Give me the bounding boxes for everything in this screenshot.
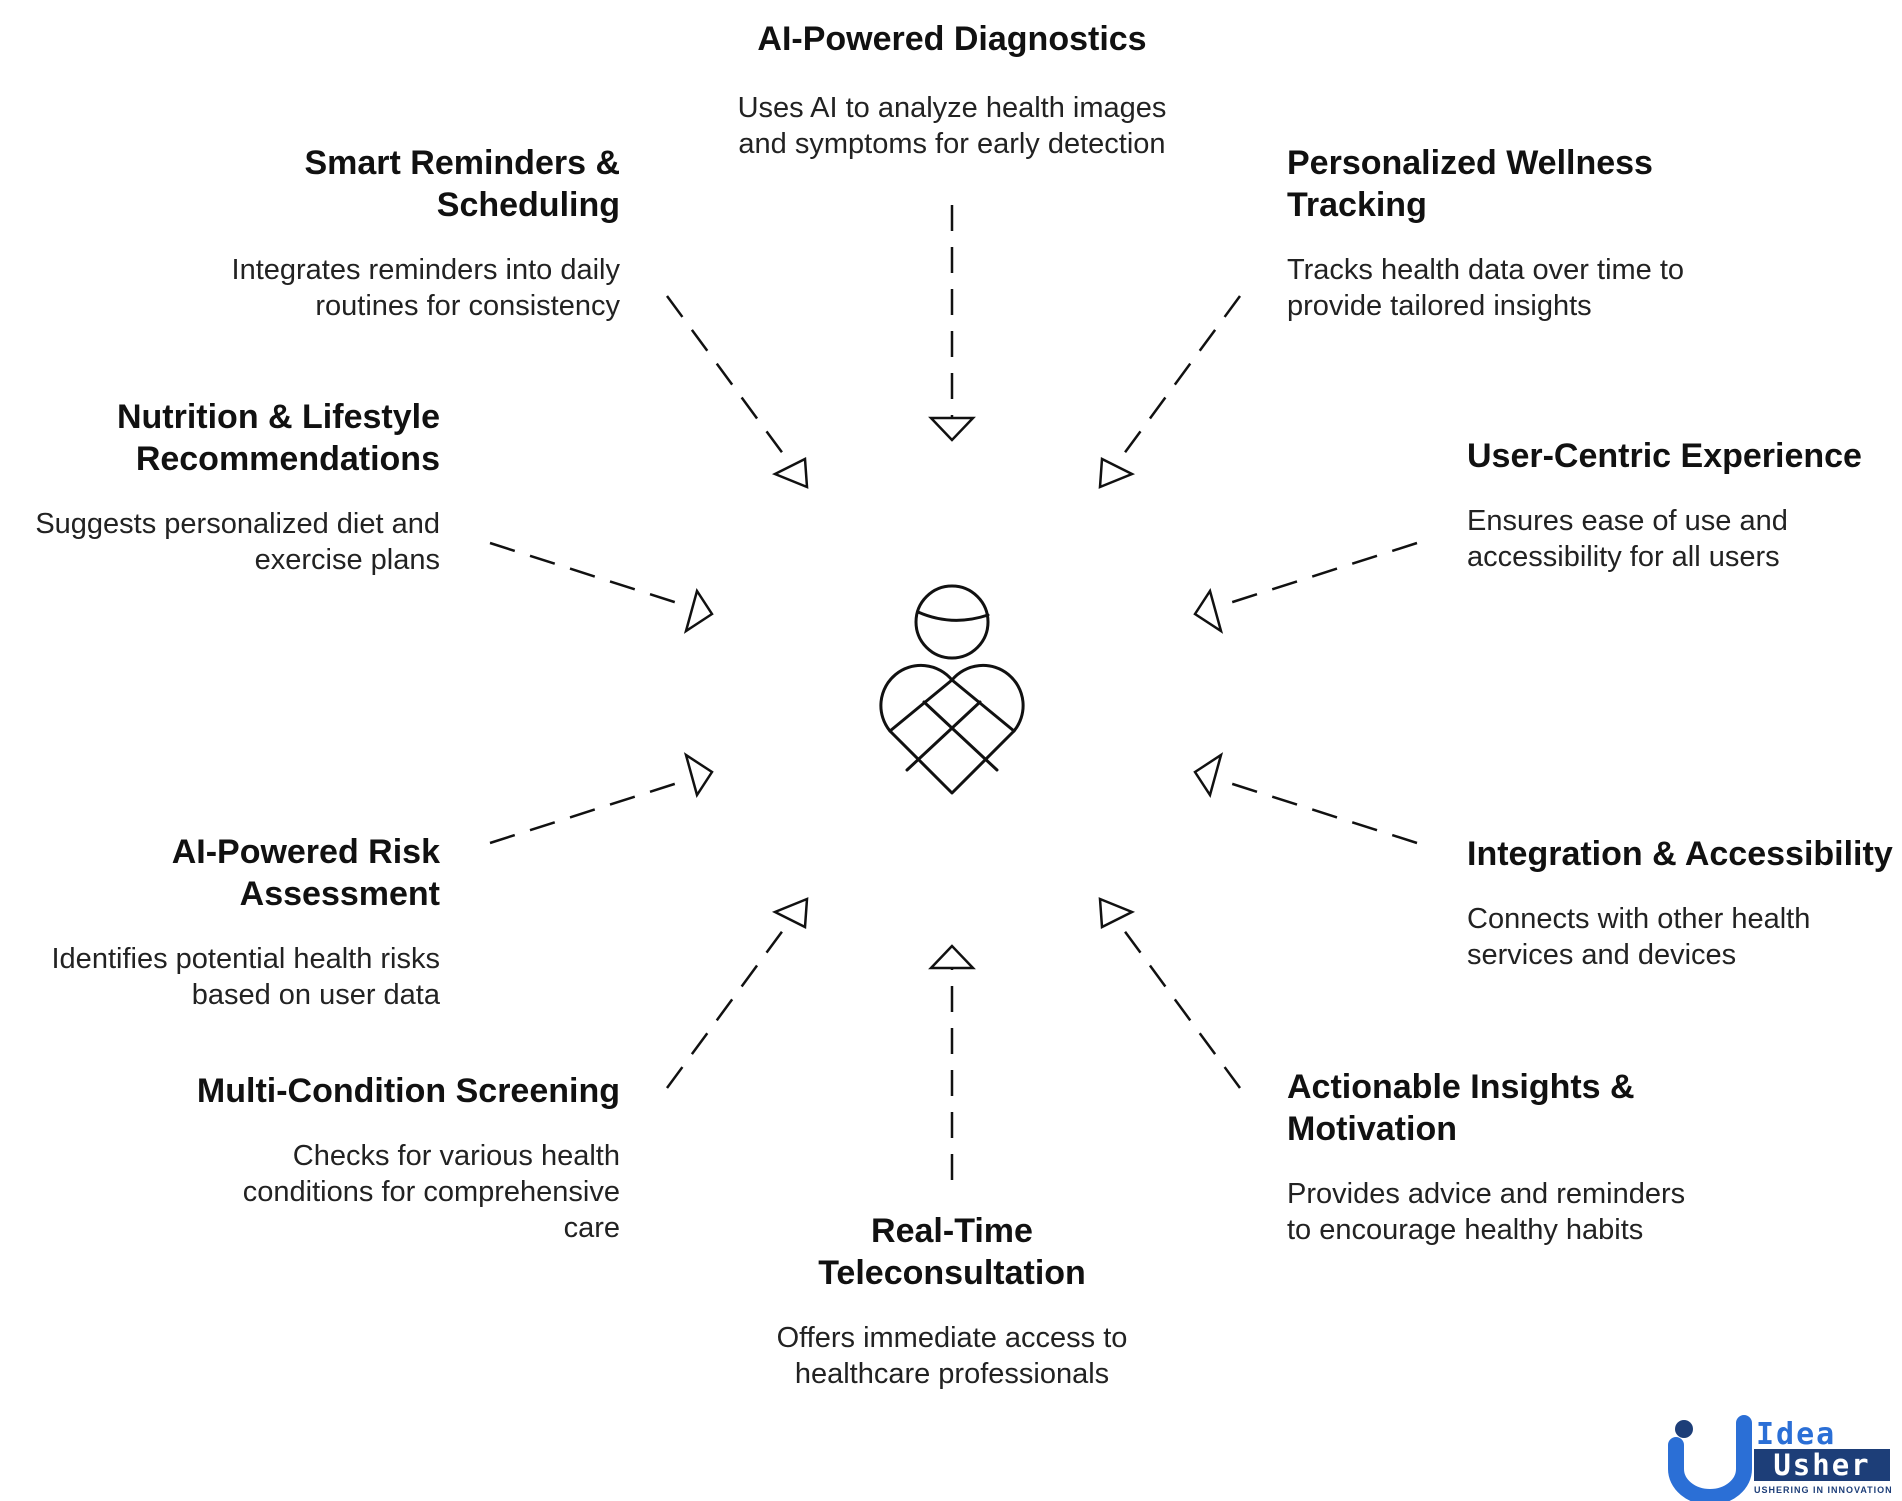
feature-desc: Provides advice and reminders to encoura…	[1287, 1178, 1686, 1246]
logo-line1: Idea	[1756, 1417, 1837, 1452]
feature-nutrition-lifestyle: Nutrition & Lifestyle Recommendations Su…	[18, 396, 440, 578]
feature-title: User-Centric Experience	[1467, 437, 1862, 475]
feature-title: Multi-Condition Screening	[196, 1072, 620, 1110]
arrow-line-risk-assessment	[489, 777, 691, 845]
feature-desc: Tracks health data over time to provide …	[1287, 254, 1685, 322]
feature-title: Actionable Insights & Motivation	[1287, 1068, 1635, 1148]
feature-desc: Integrates reminders into daily routines…	[231, 254, 620, 322]
arrow-line-user-centric	[1216, 541, 1418, 609]
person-heart-icon	[879, 584, 1025, 795]
feature-title: Real-Time Teleconsultation	[818, 1212, 1086, 1292]
feature-wellness-tracking: Personalized Wellness Tracking Tracks he…	[1287, 142, 1727, 324]
arrowhead-multi-condition	[771, 897, 809, 929]
arrowhead-smart-reminders	[771, 457, 809, 489]
feature-integration-accessibility: Integration & Accessibility Connects wit…	[1467, 833, 1897, 973]
arrowhead-user-centric	[1193, 587, 1224, 634]
arrowhead-actionable-insights	[1098, 897, 1136, 929]
arrow-line-nutrition-lifestyle	[489, 541, 691, 609]
feature-ai-diagnostics: AI-Powered Diagnostics Uses AI to analyz…	[712, 18, 1192, 162]
arrowhead-risk-assessment	[683, 752, 714, 799]
arrowhead-nutrition-lifestyle	[683, 587, 714, 634]
feature-title: AI-Powered Diagnostics	[757, 20, 1147, 58]
feature-actionable-insights: Actionable Insights & Motivation Provide…	[1287, 1066, 1717, 1248]
feature-desc: Uses AI to analyze health images and sym…	[737, 92, 1167, 160]
logo-u-icon	[1668, 1415, 1752, 1501]
feature-title: AI-Powered Risk Assessment	[171, 833, 440, 913]
arrowhead-wellness-tracking	[1098, 457, 1136, 489]
feature-desc: Suggests personalized diet and exercise …	[35, 508, 440, 576]
arrow-line-actionable-insights	[1113, 917, 1242, 1089]
feature-smart-reminders: Smart Reminders & Scheduling Integrates …	[200, 142, 620, 324]
logo-tagline: USHERING IN INNOVATION	[1754, 1485, 1893, 1495]
arrowhead-integration-accessibility	[1193, 752, 1224, 799]
feature-desc: Offers immediate access to healthcare pr…	[776, 1322, 1128, 1390]
arrowhead-teleconsultation	[928, 944, 976, 970]
feature-risk-assessment: AI-Powered Risk Assessment Identifies po…	[18, 831, 441, 1013]
feature-title: Personalized Wellness Tracking	[1287, 144, 1653, 224]
feature-title: Integration & Accessibility	[1467, 835, 1893, 873]
arrow-line-wellness-tracking	[1113, 295, 1242, 467]
feature-desc: Ensures ease of use and accessibility fo…	[1467, 505, 1788, 573]
feature-title: Nutrition & Lifestyle Recommendations	[116, 398, 440, 478]
arrow-line-integration-accessibility	[1216, 777, 1418, 845]
arrowhead-ai-diagnostics	[928, 416, 976, 442]
feature-multi-condition: Multi-Condition Screening Checks for var…	[180, 1070, 620, 1246]
feature-desc: Connects with other health services and …	[1467, 903, 1811, 971]
feature-user-centric: User-Centric Experience Ensures ease of …	[1467, 435, 1887, 575]
feature-teleconsultation: Real-Time Teleconsultation Offers immedi…	[752, 1210, 1152, 1392]
logo-line2: Usher	[1754, 1449, 1890, 1481]
arrow-line-multi-condition	[665, 917, 794, 1089]
feature-desc: Checks for various health conditions for…	[242, 1140, 620, 1244]
feature-desc: Identifies potential health risks based …	[51, 943, 441, 1011]
arrow-line-smart-reminders	[665, 295, 794, 467]
feature-title: Smart Reminders & Scheduling	[304, 144, 620, 224]
idea-usher-logo: Idea Usher USHERING IN INNOVATION	[1668, 1415, 1900, 1501]
